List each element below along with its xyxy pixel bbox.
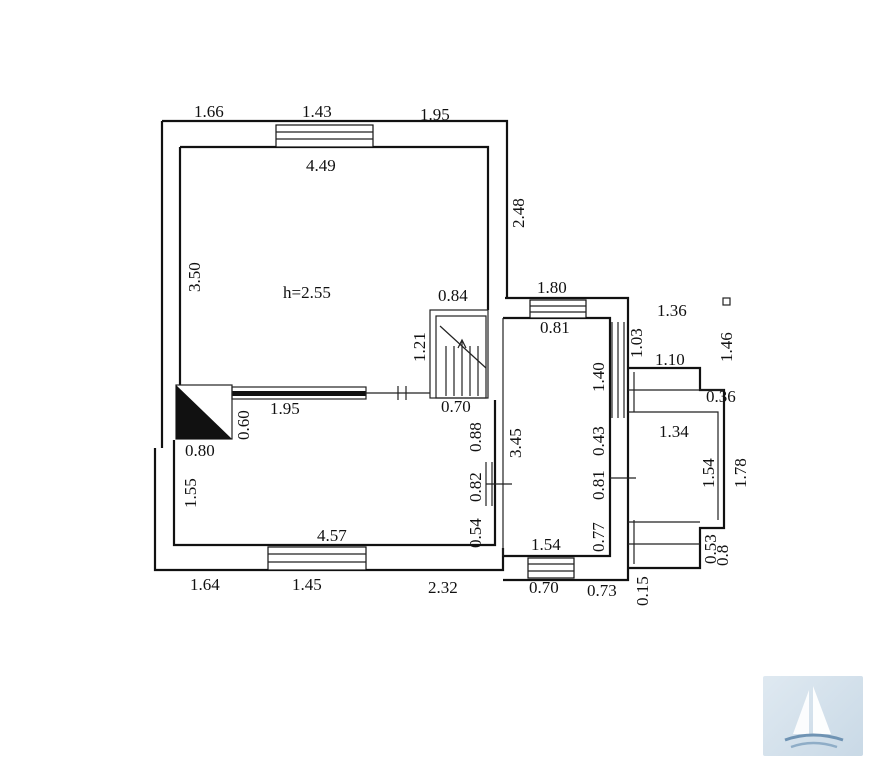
extension-top-window: [529, 299, 587, 319]
dim-left-1-55: 1.55: [181, 478, 200, 508]
dim-porch-1-36: 1.36: [657, 301, 687, 320]
dim-right-2-48: 2.48: [509, 198, 528, 228]
dim-porch-0-53: 0.53: [701, 534, 720, 564]
extension-side-openings: [485, 322, 636, 506]
dim-door-0-82: 0.82: [466, 472, 485, 502]
dim-left-3-50: 3.50: [185, 262, 204, 292]
dim-ext-0-73: 0.73: [587, 581, 617, 600]
dim-corner-0-60: 0.60: [234, 410, 253, 440]
dim-ext-0-15: 0.15: [633, 576, 652, 606]
dim-bottom-2-32: 2.32: [428, 578, 458, 597]
dim-stair-1-21: 1.21: [410, 332, 429, 362]
dim-corner-0-80: 0.80: [185, 441, 215, 460]
dim-wall-1-95: 1.95: [270, 399, 300, 418]
dim-bottom-1-45: 1.45: [292, 575, 322, 594]
dim-room-4-57: 4.57: [317, 526, 347, 545]
dim-ext-1-54: 1.54: [531, 535, 561, 554]
corner-chimney: [175, 384, 233, 440]
dim-top-1-66: 1.66: [194, 102, 224, 121]
dim-door-0-54: 0.54: [466, 518, 485, 548]
dim-porch-1-78: 1.78: [731, 458, 750, 488]
dim-ext-0-81-top: 0.81: [540, 318, 570, 337]
main-house-walls: [153, 119, 509, 572]
dim-stair-0-70: 0.70: [441, 397, 471, 416]
dim-door-0-88: 0.88: [466, 422, 485, 452]
dimension-labels: 1.66 1.43 1.95 4.49 2.48 3.50 h=2.55 0.8…: [181, 102, 750, 606]
small-square-mark: [722, 297, 731, 306]
dim-porch-1-34: 1.34: [659, 422, 689, 441]
dim-ext-0-81-side: 0.81: [589, 470, 608, 500]
dim-top-1-43: 1.43: [302, 102, 332, 121]
dim-ext-1-80: 1.80: [537, 278, 567, 297]
dim-ext-1-40: 1.40: [589, 362, 608, 392]
dim-ext-1-03: 1.03: [627, 328, 646, 358]
dim-room-4-49: 4.49: [306, 156, 336, 175]
dim-ext-0-77: 0.77: [589, 522, 608, 552]
porch-walls: [628, 366, 726, 570]
dim-top-1-95: 1.95: [420, 105, 450, 124]
sailboat-logo-icon: [763, 676, 863, 756]
dim-porch-1-46: 1.46: [717, 332, 736, 362]
dim-bottom-1-64: 1.64: [190, 575, 220, 594]
dim-porch-1-10: 1.10: [655, 350, 685, 369]
dim-ext-0-43: 0.43: [589, 426, 608, 456]
extension-bottom-window: [527, 557, 575, 579]
dim-porch-0-8: 0.8: [713, 545, 732, 566]
dim-mid-3-45: 3.45: [506, 428, 525, 458]
internal-partition: [231, 386, 430, 400]
bottom-window: [267, 546, 367, 571]
room-height: h=2.55: [283, 283, 331, 302]
dim-stair-0-84: 0.84: [438, 286, 468, 305]
dim-porch-0-36: 0.36: [706, 387, 736, 406]
dim-porch-1-54: 1.54: [699, 458, 718, 488]
top-window: [275, 124, 374, 148]
dim-ext-0-70: 0.70: [529, 578, 559, 597]
staircase: [429, 309, 489, 399]
